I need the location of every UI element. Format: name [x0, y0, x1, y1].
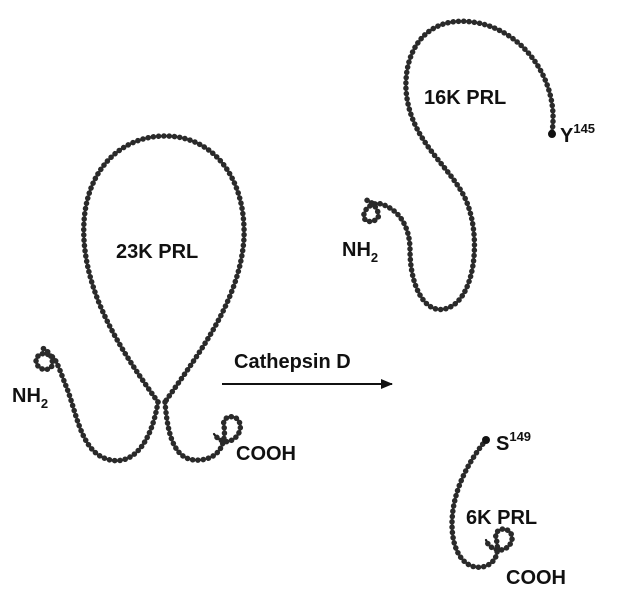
prl23-c-tail-chain	[163, 400, 242, 462]
prl6-molecule	[449, 436, 515, 570]
prl23-n-tail-beads	[33, 345, 161, 464]
nh2-right-main: NH	[342, 239, 371, 261]
nh2-left-label: NH2	[12, 385, 48, 411]
y145-sup: 145	[573, 121, 595, 136]
s149-sup: 149	[509, 429, 531, 444]
nh2-left-sub: 2	[41, 396, 48, 411]
cooh-left-label: COOH	[236, 443, 296, 465]
cooh-right-label: COOH	[506, 567, 566, 589]
enzyme-label: Cathepsin D	[234, 351, 351, 373]
prl16-label: 16K PRL	[424, 87, 506, 109]
prl6-beads	[449, 437, 515, 570]
prl23-molecule	[33, 133, 247, 464]
prl23-loop-chain	[82, 134, 246, 404]
nh2-right-sub: 2	[371, 250, 378, 265]
prl16-beads	[361, 18, 556, 313]
prl23-label: 23K PRL	[116, 241, 198, 263]
s149-main: S	[496, 433, 509, 455]
y145-main: Y	[560, 125, 574, 147]
prl23-loop-beads	[81, 133, 247, 405]
y145-site-dot	[548, 130, 556, 138]
nh2-right-label: NH2	[342, 239, 378, 265]
nh2-left-main: NH	[12, 385, 41, 407]
s149-label: S149	[496, 429, 531, 455]
prl6-label: 6K PRL	[466, 507, 537, 529]
s149-site-dot	[482, 436, 490, 444]
prl23-c-tail-beads	[162, 399, 244, 463]
prl16-chain	[362, 20, 555, 311]
prl16-molecule	[361, 18, 556, 313]
y145-label: Y145	[560, 121, 595, 147]
